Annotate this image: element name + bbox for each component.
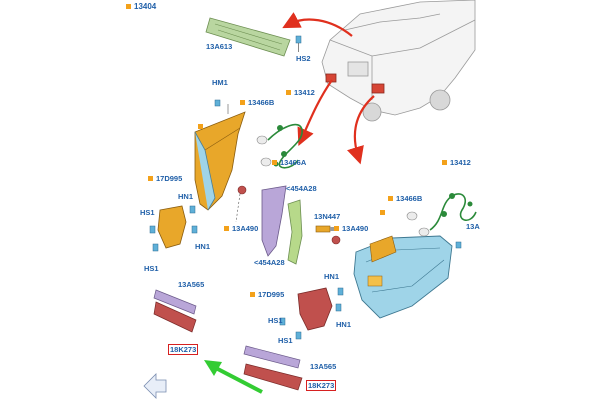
legend-marker [126,4,131,9]
label-13466b-right[interactable]: 13466B [396,194,423,203]
hm1-clip [214,99,221,107]
orange-marker [334,226,339,231]
label-13412-right[interactable]: 13412 [450,158,471,167]
lower-bracket [279,287,344,340]
right-grommet [331,235,341,245]
orange-marker [224,226,229,231]
right-bulbs-wiring [406,193,477,249]
label-hm1[interactable]: HM1 [212,78,228,87]
left-grommet [237,185,247,195]
vehicle-illustration [321,0,476,122]
left-bracket [149,205,198,252]
front-direction-arrow [143,373,167,399]
orange-marker [380,210,385,215]
label-hs1-lower-left[interactable]: HS1 [144,264,159,273]
third-brake-light [205,17,291,57]
purple-trim-panel [261,185,287,257]
label-454a28-upper[interactable]: <454A28 [286,184,317,193]
left-lamp-housing [194,111,246,211]
label-17d995-lower[interactable]: 17D995 [258,290,285,299]
label-454a28-lower[interactable]: <454A28 [254,258,285,267]
label-hs1-lower-bottom[interactable]: HS1 [278,336,293,345]
red-arrows [282,12,375,165]
label-13a565-left[interactable]: 13A565 [178,280,205,289]
label-13466b-left[interactable]: 13466B [248,98,275,107]
orange-marker [250,292,255,297]
orange-marker [272,160,277,165]
orange-marker [442,160,447,165]
label-13a565-right[interactable]: 13A565 [310,362,337,371]
label-hn1-lower-left[interactable]: HN1 [195,242,211,251]
label-hn1-upper-left[interactable]: HN1 [178,192,194,201]
orange-marker [198,124,203,129]
green-seal [287,199,303,265]
label-17d995-left[interactable]: 17D995 [156,174,183,183]
label-13a-partial[interactable]: 13A [466,222,480,231]
reflector-strip-right [243,345,303,391]
label-13a613[interactable]: 13A613 [206,42,233,51]
label-18k273-left[interactable]: 18K273 [168,344,199,355]
label-13a490-left[interactable]: 13A490 [232,224,259,233]
orange-marker [148,176,153,181]
label-hn1-lower-right-top[interactable]: HN1 [324,272,340,281]
reflector-strip-left [153,289,197,333]
label-18k273-right[interactable]: 18K273 [306,380,337,391]
hs2-screw [295,35,302,52]
label-hn1-lower-right[interactable]: HN1 [336,320,352,329]
label-13a490-right[interactable]: 13A490 [342,224,369,233]
label-13412-left[interactable]: 13412 [294,88,315,97]
socket-13n447 [315,225,336,233]
label-13466a[interactable]: 13466A [280,158,307,167]
orange-marker [240,100,245,105]
label-hs1-upper-left[interactable]: HS1 [140,208,155,217]
legend-code: 13404 [134,2,157,11]
right-lamp-assembly [353,235,453,319]
label-hs1-lower-middle[interactable]: HS1 [268,316,283,325]
orange-marker [286,90,291,95]
label-hs2[interactable]: HS2 [296,54,311,63]
orange-marker [388,196,393,201]
label-13n447[interactable]: 13N447 [314,212,341,221]
green-arrow [204,360,263,394]
